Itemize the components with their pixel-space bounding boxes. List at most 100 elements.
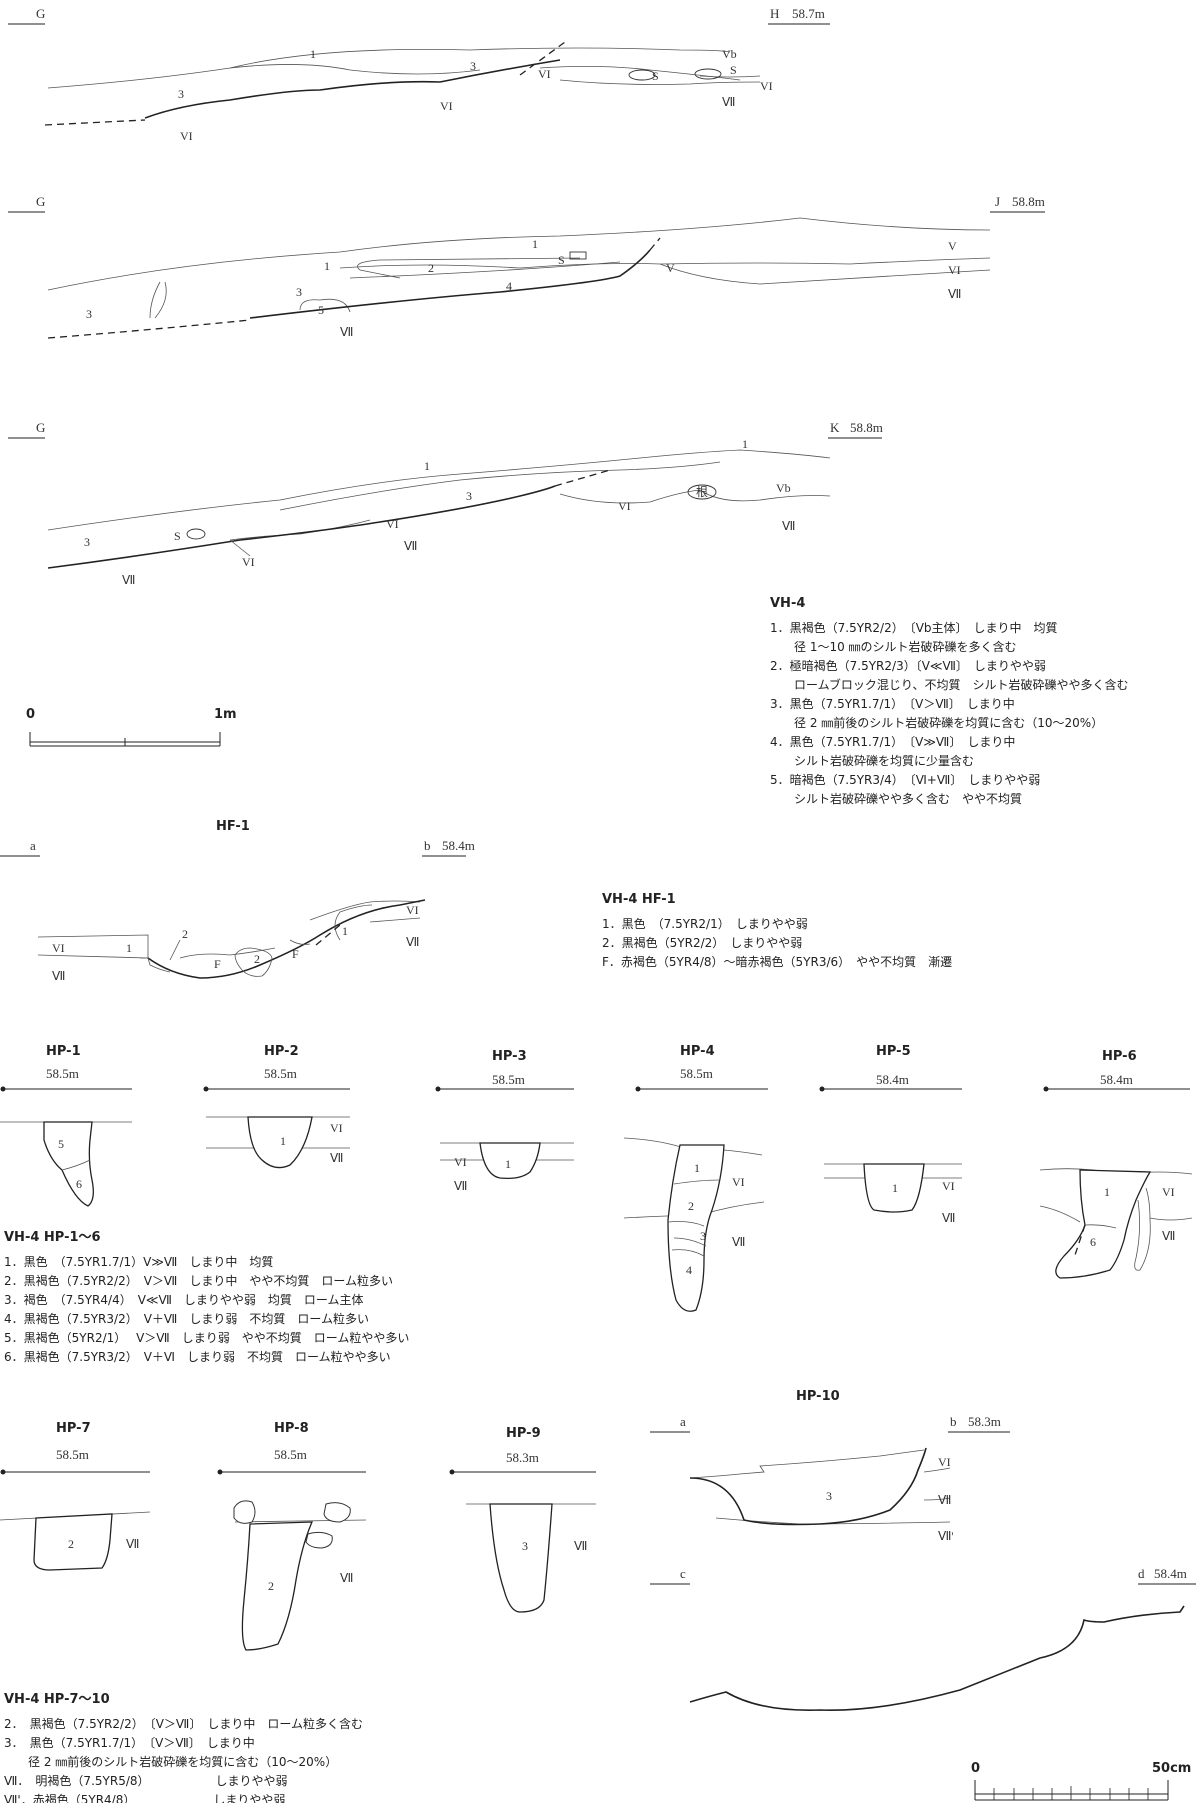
layer-v-label: V xyxy=(948,239,957,253)
legend-line: 径 2 ㎜前後のシルト岩破砕礫を均質に含む（10～20%） xyxy=(28,1755,338,1769)
legend-line: 径 1～10 ㎜のシルト岩破砕礫を多く含む xyxy=(794,640,1017,654)
pit-title: HP-8 xyxy=(274,1421,309,1436)
legend-line: 2．極暗褐色（7.5YR2/3）〔Ⅴ≪Ⅶ〕 しまりやや弱 xyxy=(770,659,1046,673)
stone-s-label: S xyxy=(174,529,181,543)
legend-title: ⅤH-4 HP-1～6 xyxy=(4,1230,101,1245)
layer-vi-label: VI xyxy=(942,1179,955,1193)
layer-3-label: 3 xyxy=(178,87,184,101)
layer-vi-label: VI xyxy=(538,67,551,81)
layer-1-label: 1 xyxy=(126,941,132,955)
pit-layer-4-label: 4 xyxy=(686,1263,692,1277)
layer-vii-label: Ⅶ xyxy=(722,95,735,109)
layer-vb-label: Vb xyxy=(776,481,791,495)
section-hp10: HP-10 a b 58.3m 3 VI Ⅶ Ⅶ' c d 58.4m xyxy=(650,1389,1196,1711)
pit-layer-2-label: 2 xyxy=(268,1579,274,1593)
layer-vi-label: VI xyxy=(454,1155,467,1169)
layer-vi-label: VI xyxy=(330,1121,343,1135)
hf1-left-label: a xyxy=(30,838,36,853)
pit-elevation: 58.5m xyxy=(56,1447,89,1462)
pit-elevation: 58.5m xyxy=(680,1066,713,1081)
layer-vi-label: VI xyxy=(52,941,65,955)
layer-vii-label: Ⅶ xyxy=(938,1493,951,1507)
section-gh-left-label: G xyxy=(36,6,45,21)
layer-3-label: 3 xyxy=(470,59,476,73)
section-gh: G H 58.7m 1 3 3 VI VI VI VI Vb S S Ⅶ xyxy=(8,6,830,143)
legend-line: ロームブロック混じり、不均質 シルト岩破砕礫やや多く含む xyxy=(794,678,1129,692)
stone-s-label: S xyxy=(652,69,659,83)
hf1-elevation: 58.4m xyxy=(442,838,475,853)
hp10-right-label-2: d xyxy=(1138,1566,1145,1581)
pit-elevation: 58.5m xyxy=(492,1072,525,1087)
pit-title: HP-7 xyxy=(56,1421,91,1436)
legend-line: F．赤褐色（5YR4/8）～暗赤褐色（5YR3/6） やや不均質 漸遷 xyxy=(602,955,953,969)
section-gh-elevation: 58.7m xyxy=(792,6,825,21)
legend-line: 1．黒色 （7.5YR2/1） しまりやや弱 xyxy=(602,917,808,931)
layer-vi-label: VI xyxy=(406,903,419,917)
layer-3-label: 3 xyxy=(296,285,302,299)
section-gj: G J 58.8m 1 1 2 3 3 4 5 S V V VI Ⅶ Ⅶ xyxy=(8,194,1045,339)
section-gj-elevation: 58.8m xyxy=(1012,194,1045,209)
scale-bar-50cm: 0 50cm xyxy=(971,1761,1191,1801)
hp10-elevation-2: 58.4m xyxy=(1154,1566,1187,1581)
layer-1-label: 1 xyxy=(310,47,316,61)
legend-line: 2．黒褐色（7.5YR2/2） Ⅴ＞Ⅶ しまり中 やや不均質 ローム粒多い xyxy=(4,1274,393,1288)
layer-1-label: 1 xyxy=(742,437,748,451)
pit-title: HP-2 xyxy=(264,1044,299,1059)
section-gk: G K 58.8m 1 1 3 3 S 根 Vb VI VI VI Ⅶ Ⅶ Ⅶ xyxy=(8,420,883,587)
pit-elevation: 58.5m xyxy=(46,1066,79,1081)
layer-2-label: 2 xyxy=(254,952,260,966)
layer-3-label: 3 xyxy=(86,307,92,321)
legend-line: 3． 黒色（7.5YR1.7/1） 〔Ⅴ＞Ⅶ〕 しまり中 xyxy=(4,1736,255,1750)
legend-title: ⅤH-4 HP-7～10 xyxy=(4,1692,110,1707)
layer-vii-label: Ⅶ xyxy=(782,519,795,533)
layer-vii-prime-label: Ⅶ' xyxy=(938,1529,954,1543)
legend-line: 6．黒褐色（7.5YR3/2） Ⅴ＋Ⅵ しまり弱 不均質 ローム粒やや多い xyxy=(4,1350,391,1364)
hf1-title: HF-1 xyxy=(216,819,250,834)
section-gk-elevation: 58.8m xyxy=(850,420,883,435)
layer-vii-label: Ⅶ xyxy=(1162,1229,1175,1243)
layer-3-label: 3 xyxy=(84,535,90,549)
section-hf1: HF-1 a b 58.4m VI 1 2 F 2 F 1 VI Ⅶ Ⅶ xyxy=(0,819,475,983)
section-gk-right-label: K xyxy=(830,420,840,435)
layer-vii-label: Ⅶ xyxy=(330,1151,343,1165)
layer-vb-label: Vb xyxy=(722,47,737,61)
layer-vi-label: VI xyxy=(386,517,399,531)
legend-hp7-10: ⅤH-4 HP-7～10 2． 黒褐色（7.5YR2/2） 〔Ⅴ＞Ⅶ〕 しまり中… xyxy=(4,1690,363,1803)
scale-bar-1m: 0 1m xyxy=(26,707,237,747)
layer-vii-label: Ⅶ xyxy=(942,1211,955,1225)
hp10-title: HP-10 xyxy=(796,1389,840,1404)
layer-vii-label: Ⅶ xyxy=(732,1235,745,1249)
legend-title: ⅤH-4 xyxy=(770,596,806,611)
pit-title: HP-9 xyxy=(506,1426,541,1441)
layer-2-label: 2 xyxy=(182,927,188,941)
pit-title: HP-1 xyxy=(46,1044,81,1059)
scale-end: 1m xyxy=(214,707,237,722)
layer-vii-label: Ⅶ xyxy=(122,573,135,587)
layer-vi-label: VI xyxy=(948,263,961,277)
stone-s-label: S xyxy=(730,63,737,77)
pit-elevation: 58.4m xyxy=(876,1072,909,1087)
legend-hp1-6: ⅤH-4 HP-1～6 1．黒色 （7.5YR1.7/1）Ⅴ≫Ⅶ しまり中 均質… xyxy=(4,1228,409,1367)
layer-4-label: 4 xyxy=(506,279,512,293)
layer-f-label: F xyxy=(292,947,299,961)
pit-layer-6-label: 6 xyxy=(76,1177,82,1191)
legend-lines: 1．黒色 （7.5YR2/1） しまりやや弱 2．黒褐色（5YR2/2） しまりや… xyxy=(602,915,952,972)
layer-vii-label: Ⅶ xyxy=(574,1539,587,1553)
pit-layer-1-label: 1 xyxy=(892,1181,898,1195)
legend-line: 4．黒褐色（7.5YR3/2） Ⅴ＋Ⅶ しまり弱 不均質 ローム粒多い xyxy=(4,1312,369,1326)
layer-vii-label: Ⅶ xyxy=(52,969,65,983)
pit-title: HP-3 xyxy=(492,1049,527,1064)
section-gj-right-label: J xyxy=(995,194,1000,209)
legend-line: 3．黒色（7.5YR1.7/1） 〔Ⅴ＞Ⅶ〕 しまり中 xyxy=(770,697,1015,711)
legend-line: 4．黒色（7.5YR1.7/1） 〔Ⅴ≫Ⅶ〕 しまり中 xyxy=(770,735,1016,749)
pits-hp7-9: HP-7 58.5m 2 Ⅶ HP-8 58.5m 2 Ⅶ HP-9 58.3m… xyxy=(0,1421,596,1651)
layer-vii-label: Ⅶ xyxy=(948,287,961,301)
pit-layer-3-label: 3 xyxy=(826,1489,832,1503)
legend-line: 5．暗褐色（7.5YR3/4） 〔Ⅵ+Ⅶ〕 しまりやや弱 xyxy=(770,773,1041,787)
legend-line: 2．黒褐色（5YR2/2） しまりやや弱 xyxy=(602,936,803,950)
pit-layer-1-label: 1 xyxy=(1104,1185,1110,1199)
